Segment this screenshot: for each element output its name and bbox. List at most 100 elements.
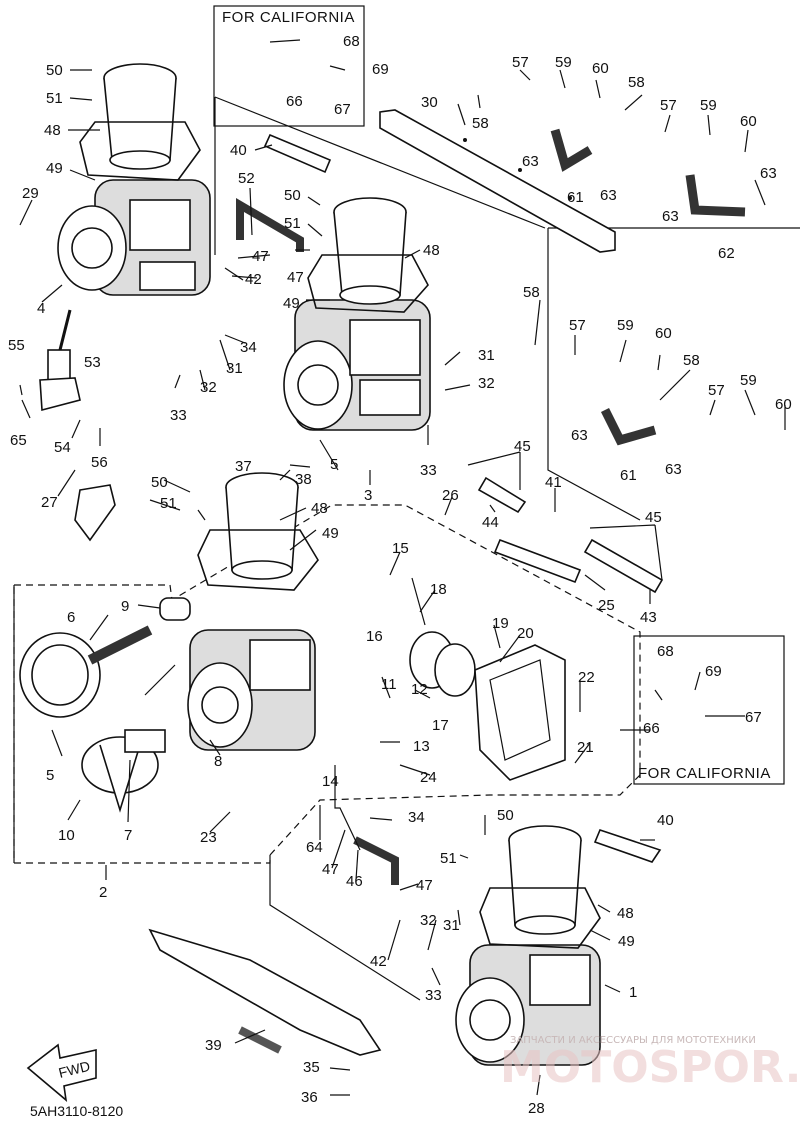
label-part-50a: 50: [46, 62, 63, 79]
label-part-32a: 32: [478, 375, 495, 392]
label-part-57b: 57: [660, 97, 677, 114]
label-part-26: 26: [442, 487, 459, 504]
label-part-48d: 48: [617, 905, 634, 922]
label-part-8: 8: [214, 753, 222, 770]
label-part-53: 53: [84, 354, 101, 371]
label-part-58d: 58: [683, 352, 700, 369]
frame-outline-lines: [13, 96, 546, 1001]
label-part-61a: 61: [567, 189, 584, 206]
label-part-57c: 57: [569, 317, 586, 334]
bracket-40-bottom: [593, 829, 662, 863]
label-part-66b: 66: [643, 720, 660, 737]
label-part-57a: 57: [512, 54, 529, 71]
label-part-25: 25: [598, 597, 615, 614]
watermark-logo: ЗАПЧАСТИ И АКСЕССУАРЫ ДЛЯ МОТОТЕХНИКИ MO…: [500, 1035, 800, 1093]
label-part-50c: 50: [151, 474, 168, 491]
label-part-44: 44: [482, 514, 499, 531]
label-part-47d: 47: [416, 877, 433, 894]
label-part-51a: 51: [46, 90, 63, 107]
label-part-34a: 34: [240, 339, 257, 356]
hose-61-mid: [600, 407, 657, 446]
label-part-54: 54: [54, 439, 71, 456]
label-part-42b: 42: [370, 953, 387, 970]
label-part-15: 15: [392, 540, 409, 557]
label-part-43: 43: [640, 609, 657, 626]
label-part-28: 28: [528, 1100, 545, 1117]
label-part-16: 16: [366, 628, 383, 645]
label-part-20: 20: [517, 625, 534, 642]
label-part-22: 22: [578, 669, 595, 686]
label-part-58c: 58: [523, 284, 540, 301]
label-part-5b: 5: [46, 767, 54, 784]
label-part-67a: 67: [334, 101, 351, 118]
label-part-11: 11: [381, 676, 397, 693]
label-part-50b: 50: [284, 187, 301, 204]
label-part-59b: 59: [700, 97, 717, 114]
throttle-rail-30: [379, 109, 616, 253]
label-part-4: 4: [37, 300, 45, 317]
label-part-5a: 5: [330, 456, 338, 473]
watermark-text: ЗАПЧАСТИ И АКСЕССУАРЫ ДЛЯ МОТОТЕХНИКИ: [510, 1035, 756, 1046]
label-part-61b: 61: [620, 467, 637, 484]
diagram-code: 5AH3110-8120: [30, 1103, 123, 1119]
spring-9: [87, 597, 191, 665]
label-part-57d: 57: [708, 382, 725, 399]
label-part-60c: 60: [655, 325, 672, 342]
sensor-53: [39, 309, 81, 412]
hose-52: [236, 198, 304, 252]
label-part-69a: 69: [372, 61, 389, 78]
carburetor-body-4: [57, 179, 211, 296]
float-chamber-20: [474, 644, 566, 781]
label-part-37: 37: [235, 458, 252, 475]
label-part-30: 30: [421, 94, 438, 111]
label-part-9: 9: [121, 598, 129, 615]
label-part-68b: 68: [657, 643, 674, 660]
label-part-2: 2: [99, 884, 107, 901]
label-part-52: 52: [238, 170, 255, 187]
fitting-25: [493, 538, 582, 584]
label-part-51d: 51: [440, 850, 457, 867]
label-part-49c: 49: [322, 525, 339, 542]
label-part-10: 10: [58, 827, 75, 844]
label-part-33b: 33: [170, 407, 187, 424]
tube-44: [477, 476, 527, 514]
label-part-24: 24: [420, 769, 437, 786]
label-part-68a: 68: [343, 33, 360, 50]
label-part-6: 6: [67, 609, 75, 626]
label-part-31b: 31: [226, 360, 243, 377]
label-part-13: 13: [413, 738, 430, 755]
carburetor-body-1: [455, 944, 601, 1066]
label-part-12: 12: [411, 681, 428, 698]
label-part-19: 19: [492, 615, 509, 632]
leader-lines: [19, 39, 786, 1096]
part-labels: 1 2 3 4 5 5 6 7 8 9 10 11 12 13 14 15 16…: [8, 33, 792, 1117]
label-part-18: 18: [430, 581, 447, 598]
label-part-40b: 40: [657, 812, 674, 829]
label-part-49a: 49: [46, 160, 63, 177]
label-part-65: 65: [10, 432, 27, 449]
label-part-63f: 63: [665, 461, 682, 478]
label-part-1: 1: [629, 984, 637, 1001]
diaphragm-cover-6: [19, 632, 101, 718]
label-part-69b: 69: [705, 663, 722, 680]
funnel-48-bottom-right: [479, 825, 601, 949]
label-part-36: 36: [301, 1089, 318, 1106]
label-part-47b: 47: [287, 269, 304, 286]
label-part-59c: 59: [617, 317, 634, 334]
label-part-46: 46: [346, 873, 363, 890]
label-part-39: 39: [205, 1037, 222, 1054]
label-part-55: 55: [8, 337, 25, 354]
label-part-33c: 33: [425, 987, 442, 1004]
label-part-38: 38: [295, 471, 312, 488]
label-part-49d: 49: [618, 933, 635, 950]
label-part-21: 21: [577, 739, 594, 756]
label-part-27: 27: [41, 494, 58, 511]
label-part-45a: 45: [514, 438, 531, 455]
label-part-63b: 63: [600, 187, 617, 204]
funnel-48-left-lower: [197, 472, 319, 591]
label-part-23: 23: [200, 829, 217, 846]
tube-43: [583, 538, 664, 594]
hose-62: [685, 174, 746, 217]
label-part-64: 64: [306, 839, 323, 856]
label-part-47a: 47: [252, 248, 269, 265]
